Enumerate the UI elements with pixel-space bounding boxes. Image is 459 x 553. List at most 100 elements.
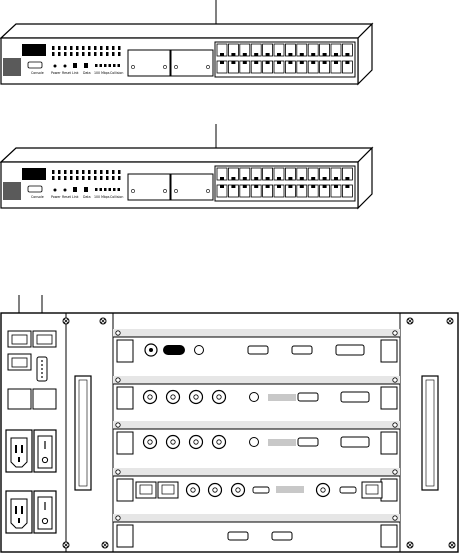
rj45-latch	[277, 53, 281, 56]
expansion-slot-1	[127, 173, 171, 201]
led-indicator	[52, 46, 55, 50]
optical-port	[163, 345, 185, 355]
led-indicator	[64, 46, 67, 50]
screw-slot	[63, 542, 69, 548]
module-separator-band	[113, 421, 400, 429]
bnc-connector-core	[212, 487, 218, 493]
bnc-connector-core	[320, 487, 326, 493]
module-screw	[115, 422, 121, 428]
network-port-socket	[11, 357, 28, 368]
led-indicator	[100, 52, 103, 56]
module-screw	[115, 515, 121, 521]
rj45-latch	[334, 61, 338, 64]
switch-front-label: 100 Mbps	[94, 195, 110, 199]
rj45-latch	[345, 177, 350, 180]
serial-pin	[41, 368, 43, 370]
power-inlet-socket	[10, 437, 28, 468]
module-bays	[113, 329, 400, 548]
module-separator-band	[113, 468, 400, 476]
rj45-latch	[288, 53, 293, 56]
led-indicator	[58, 46, 61, 50]
led-indicator	[94, 46, 97, 50]
led-indicator	[52, 170, 55, 174]
mini-din-port	[249, 392, 259, 402]
rj45-latch	[299, 177, 304, 180]
led-indicator	[64, 176, 67, 180]
rj45-latch	[345, 53, 350, 56]
led-indicator	[76, 52, 79, 56]
brand-logo-tab	[3, 58, 21, 76]
rj45-latch	[288, 177, 293, 180]
inlet-pin	[21, 506, 23, 514]
rj45-latch	[231, 61, 236, 64]
led-indicator	[118, 170, 121, 174]
module-latch-left	[116, 431, 134, 455]
switch-front-label: Collision	[110, 71, 123, 75]
led-indicator	[94, 52, 97, 56]
module-latch-right	[380, 431, 398, 455]
module-screw	[115, 330, 121, 336]
module-separator-band	[113, 514, 400, 522]
network-port-socket	[139, 484, 153, 495]
speed-led	[99, 64, 102, 67]
parallel-connector	[340, 436, 370, 448]
led-indicator	[82, 46, 85, 50]
screw-slot	[407, 542, 413, 548]
bnc-connector-core	[216, 394, 222, 400]
led-indicator	[58, 176, 61, 180]
module-2-ports	[142, 389, 370, 405]
rj45-latch	[334, 185, 338, 188]
led-indicator	[70, 170, 73, 174]
rj45-latch	[299, 61, 304, 64]
rj45-latch	[334, 177, 338, 180]
rj45-latch	[311, 177, 316, 180]
mini-din-port	[249, 437, 259, 447]
serial-connector	[297, 437, 319, 447]
led-indicator	[58, 170, 61, 174]
network-port-socket	[36, 334, 53, 345]
bnc-connector-core	[193, 439, 199, 445]
module-latch-right	[380, 478, 398, 502]
led-indicator	[52, 52, 55, 56]
label-strip	[268, 439, 296, 446]
console-port	[27, 61, 43, 69]
network-port-socket	[11, 334, 28, 345]
speed-led	[108, 188, 111, 191]
rj45-latch	[242, 61, 247, 64]
led-indicator	[112, 170, 115, 174]
inlet-pin	[21, 445, 23, 453]
inlet-pin	[18, 518, 20, 523]
switch-front-label: Console	[31, 71, 44, 75]
rj45-latch	[322, 185, 327, 188]
rj45-latch	[288, 185, 293, 188]
switch-front-label: Reset	[62, 195, 72, 199]
serial-connector	[227, 531, 249, 541]
status-display	[22, 44, 46, 56]
module-latch-left	[116, 339, 134, 363]
rj45-latch	[265, 53, 270, 56]
led-indicator	[94, 176, 97, 180]
speed-led	[117, 64, 120, 67]
led-indicator	[76, 170, 79, 174]
serial-connector	[291, 345, 313, 355]
led-indicator	[100, 170, 103, 174]
serial-pin	[41, 360, 43, 362]
led-indicator	[106, 170, 109, 174]
module-latch-left	[116, 478, 134, 502]
rj45-latch	[242, 177, 247, 180]
led-indicator	[94, 170, 97, 174]
module-4-ports	[135, 481, 383, 499]
rj45-latch	[277, 185, 281, 188]
rj45-latch	[231, 185, 236, 188]
rj45-latch	[311, 61, 316, 64]
switch-front-label: Data	[83, 71, 91, 75]
switch-front-label: Console	[31, 195, 44, 199]
rj45-latch	[277, 61, 281, 64]
rj45-latch	[231, 177, 236, 180]
switch-front-label: 100 Mbps	[94, 71, 110, 75]
rocker-switch	[37, 435, 53, 469]
rj45-latch	[220, 61, 224, 64]
expansion-slot-2	[170, 49, 214, 77]
led-indicator	[88, 176, 91, 180]
module-separator-band	[113, 329, 400, 337]
